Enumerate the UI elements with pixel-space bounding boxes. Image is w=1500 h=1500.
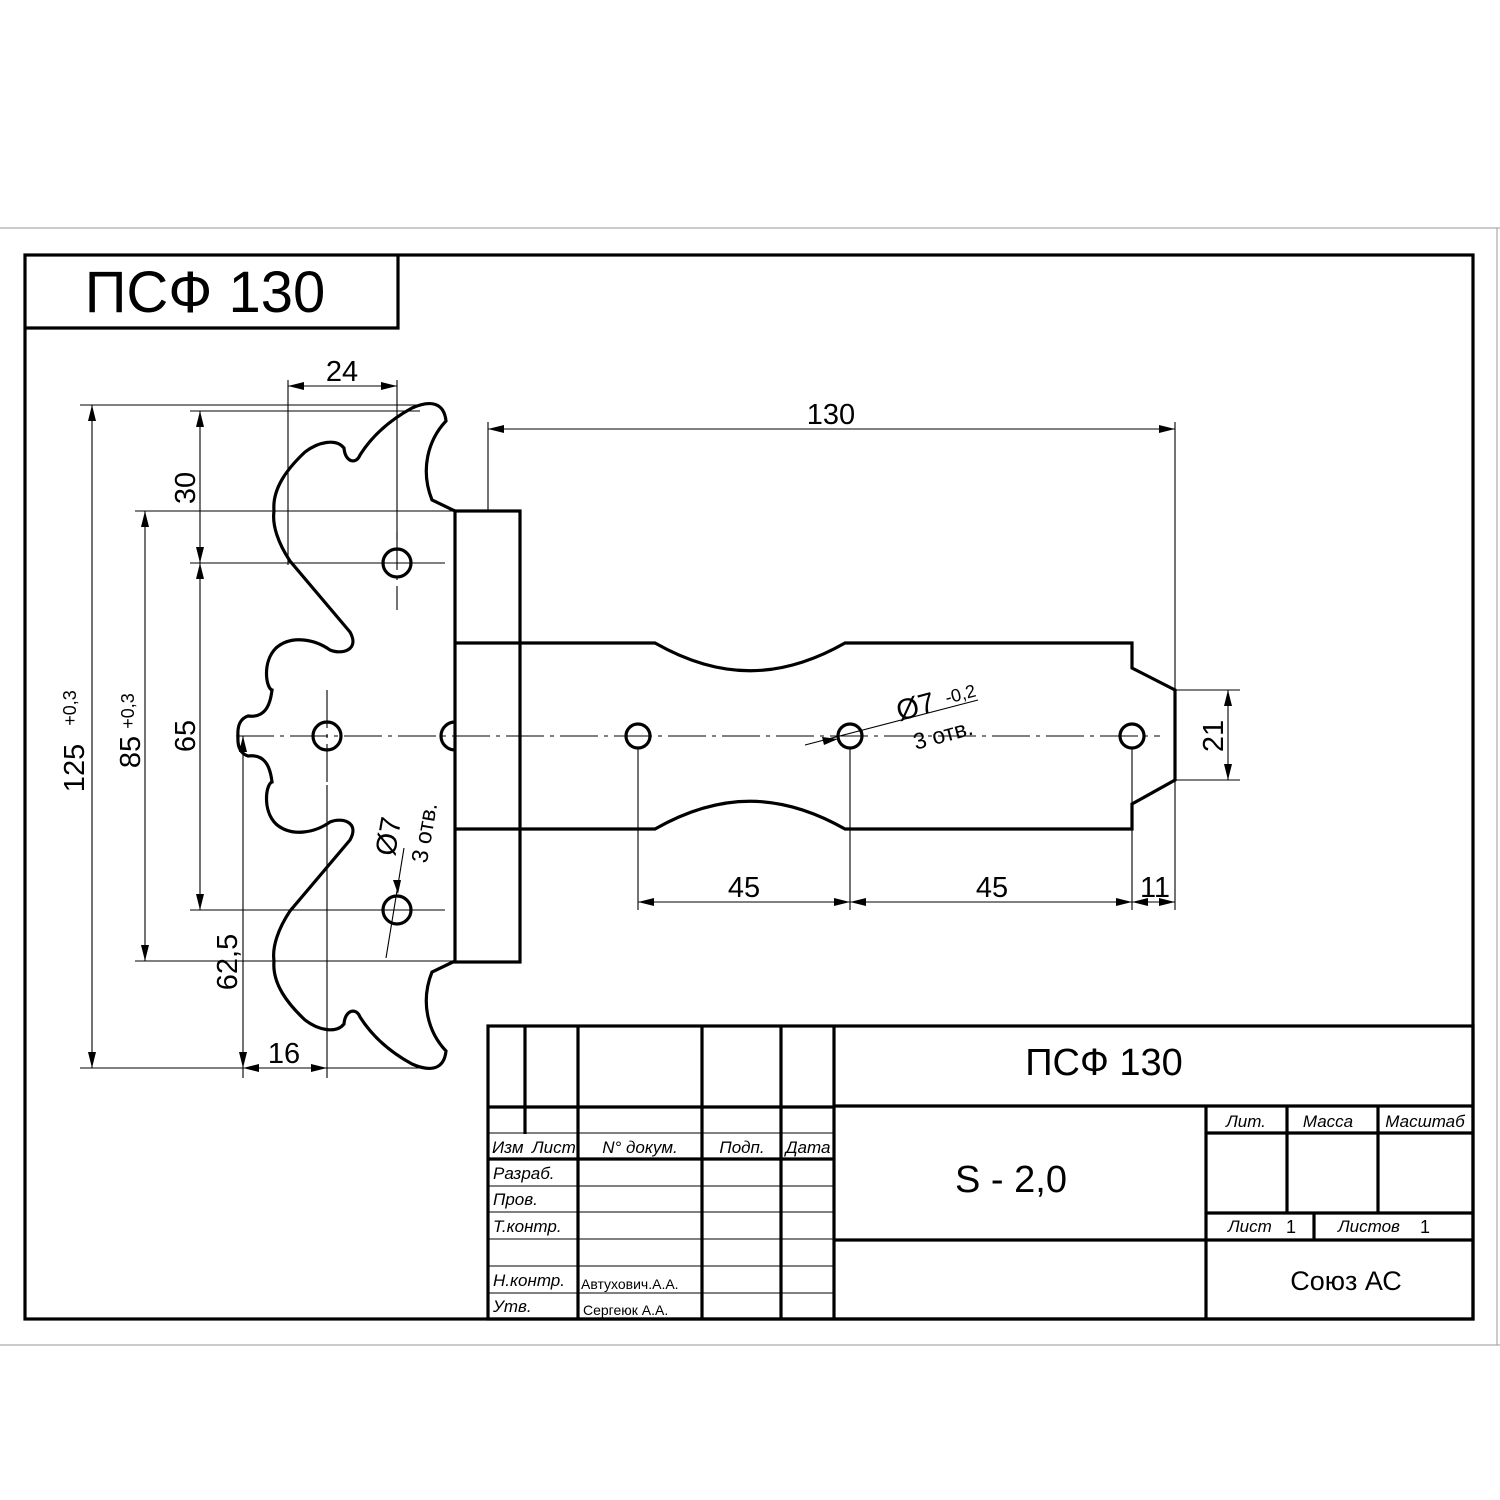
col-sign-label: Подп. [719,1138,764,1157]
strap-outline [455,641,1177,831]
row-nkontr-label: Н.контр. [493,1271,565,1290]
dim-45-a-text: 45 [728,872,760,904]
utv-name: Сергеюк А.А. [583,1302,668,1318]
arrow-hole-right [822,737,838,745]
hole-right-tolerance: -0,2 [943,681,978,708]
row-razrab-label: Разраб. [493,1164,555,1183]
dimension-lines [80,380,1240,1078]
sheets-label: Листов [1337,1217,1400,1236]
arrow-125-bottom [88,1052,96,1068]
arrow-45-a-right [834,898,850,906]
col-izm-label: Изм [492,1138,524,1157]
dim-30-text: 30 [170,472,202,504]
dim-24-text: 24 [326,356,358,388]
knuckle-hole [439,720,456,752]
col-list-label: Лист [531,1138,576,1157]
arrow-65-top [196,563,204,579]
designation-text: ПСФ 130 [1025,1042,1183,1084]
dim-16-text: 16 [268,1038,300,1070]
material-text: S - 2,0 [955,1159,1067,1201]
dim-130-text: 130 [807,399,855,431]
dimension-arrows [88,382,1232,1072]
dim-85-tolerance: +0,3 [118,693,138,729]
arrow-30-bottom [196,547,204,563]
col-doc-label: N° докум. [602,1138,678,1157]
arrow-130-left [488,425,504,433]
arrow-130-right [1159,425,1175,433]
title-block-frame [486,1024,1475,1321]
dim-11-text: 11 [1140,872,1170,904]
arrow-11-left [1132,898,1148,906]
scale-label: Масштаб [1385,1112,1466,1131]
title-tab-text: ПСФ 130 [85,260,326,325]
arrow-85-top [141,511,149,527]
arrow-21-top [1224,690,1232,706]
title-block: Изм Лист N° докум. Подп. Дата Разраб. Пр… [486,1024,1475,1321]
hole-left-count: 3 отв. [406,801,442,865]
hole-left-diameter: Ø7 [370,815,408,859]
dim-21-text: 21 [1198,720,1230,752]
arrow-45-b-right [1116,898,1132,906]
sheet-value: 1 [1286,1217,1296,1237]
arrow-85-bottom [141,945,149,961]
mass-label: Масса [1303,1112,1353,1131]
sheet-label: Лист [1227,1217,1272,1236]
sheets-value: 1 [1420,1217,1430,1237]
leader-hole-left [385,847,405,959]
nkontr-name: Автухович.А.А. [581,1276,679,1292]
hole-right-diameter: Ø7 [893,687,939,728]
row-utv-label: Утв. [492,1297,532,1316]
arrow-hole-left [393,880,401,894]
dim-62-5-text: 62,5 [212,934,244,990]
arrow-45-b-left [850,898,866,906]
dim-45-b-text: 45 [976,872,1008,904]
title-block-grid-thick [488,1026,1473,1319]
arrow-62-5-top [239,736,247,752]
leader-hole-right [804,699,979,746]
row-prov-label: Пров. [493,1190,538,1209]
arrow-24-left [288,382,304,390]
arrow-21-bottom [1224,764,1232,780]
arrow-30-top [196,411,204,427]
row-tkontr-label: Т.контр. [493,1217,562,1236]
dim-125-tolerance: +0,3 [60,690,80,726]
title-tab-box [25,255,400,330]
dim-65-text: 65 [170,720,202,752]
arrow-24-right [381,382,397,390]
arrow-16-right [311,1064,327,1072]
dim-85-text: 85 [115,736,147,768]
arrow-45-a-left [638,898,654,906]
arrow-11-right [1159,898,1175,906]
arrow-65-bottom [196,894,204,910]
col-date-label: Дата [784,1138,831,1157]
arrow-62-5-bottom [239,1052,247,1068]
dim-125-text: 125 [59,744,91,792]
organization-text: Союз АС [1290,1266,1402,1296]
title-block-grid-thin [488,1132,834,1294]
arrow-125-top [88,405,96,421]
lit-label: Лит. [1225,1112,1266,1131]
arrow-16-left [243,1064,259,1072]
